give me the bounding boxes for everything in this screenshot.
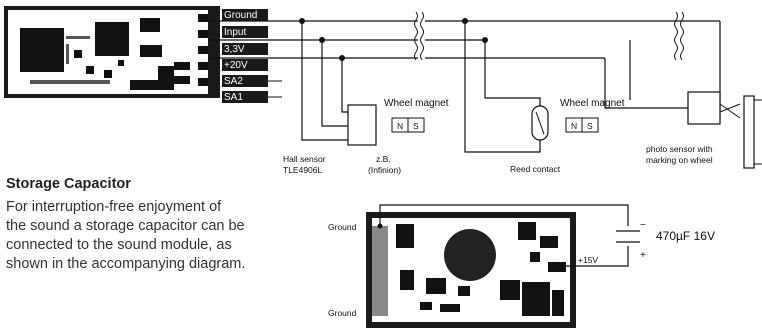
wire-label-group: Ground Input 3,3V +20V SA2 SA1 [222,9,282,103]
capacitor-wires [379,204,640,267]
photo-sensor: photo sensor with marking on wheel [646,91,762,169]
hall-magnet-s: S [413,121,419,131]
bottom-ground-top-label: Ground [328,222,357,232]
capacitor-value-label: 470µF 16V [656,229,715,243]
ground-junction-top [377,223,383,229]
reed-contact: Wheel magnet N S Reed contact [510,98,625,174]
decoder-module [4,6,220,98]
plus-15v-label: +15V [578,255,598,265]
storage-capacitor-line-3: connected to the sound module, as [6,237,232,253]
storage-capacitor-line-4: shown in the accompanying diagram. [6,256,246,272]
hall-magnet-n: N [397,121,403,131]
storage-capacitor-title: Storage Capacitor [6,176,131,192]
hall-magnet-label: Wheel magnet [384,98,449,109]
wire-break-marks [414,11,684,61]
reed-contact-label: Reed contact [510,164,561,174]
storage-capacitor-line-1: For interruption-free enjoyment of [6,199,222,215]
wire-label-3v3: 3,3V [224,44,245,55]
capacitor-minus-sign: − [640,220,646,231]
photo-sensor-label-2: marking on wheel [646,155,713,165]
hall-sensor-label-2: TLE4906L [283,165,322,175]
bus-wires [208,20,721,153]
hall-example-label-2: (Infinion) [368,165,401,175]
wire-label-sa2: SA2 [224,76,243,87]
wire-label-20v: +20V [224,60,248,71]
sound-module [366,212,576,328]
hall-sensor: Wheel magnet N S Hall sensor TLE4906L z.… [283,98,449,175]
reed-magnet-s: S [587,121,593,131]
wire-label-ground: Ground [224,10,257,21]
storage-capacitor-body: For interruption-free enjoyment of the s… [6,198,306,274]
bottom-ground-bottom-label: Ground [328,308,357,318]
wire-label-sa1: SA1 [224,92,243,103]
hall-sensor-label-1: Hall sensor [283,154,326,164]
photo-sensor-label-1: photo sensor with [646,144,713,154]
reed-magnet-n: N [571,121,577,131]
wire-label-input: Input [224,27,246,38]
junction-dots [299,18,488,61]
capacitor-plus-sign: + [640,250,646,261]
hall-example-label-1: z.B. [376,154,391,164]
storage-capacitor-line-2: the sound a storage capacitor can be [6,218,245,234]
reed-magnet-label: Wheel magnet [560,98,625,109]
